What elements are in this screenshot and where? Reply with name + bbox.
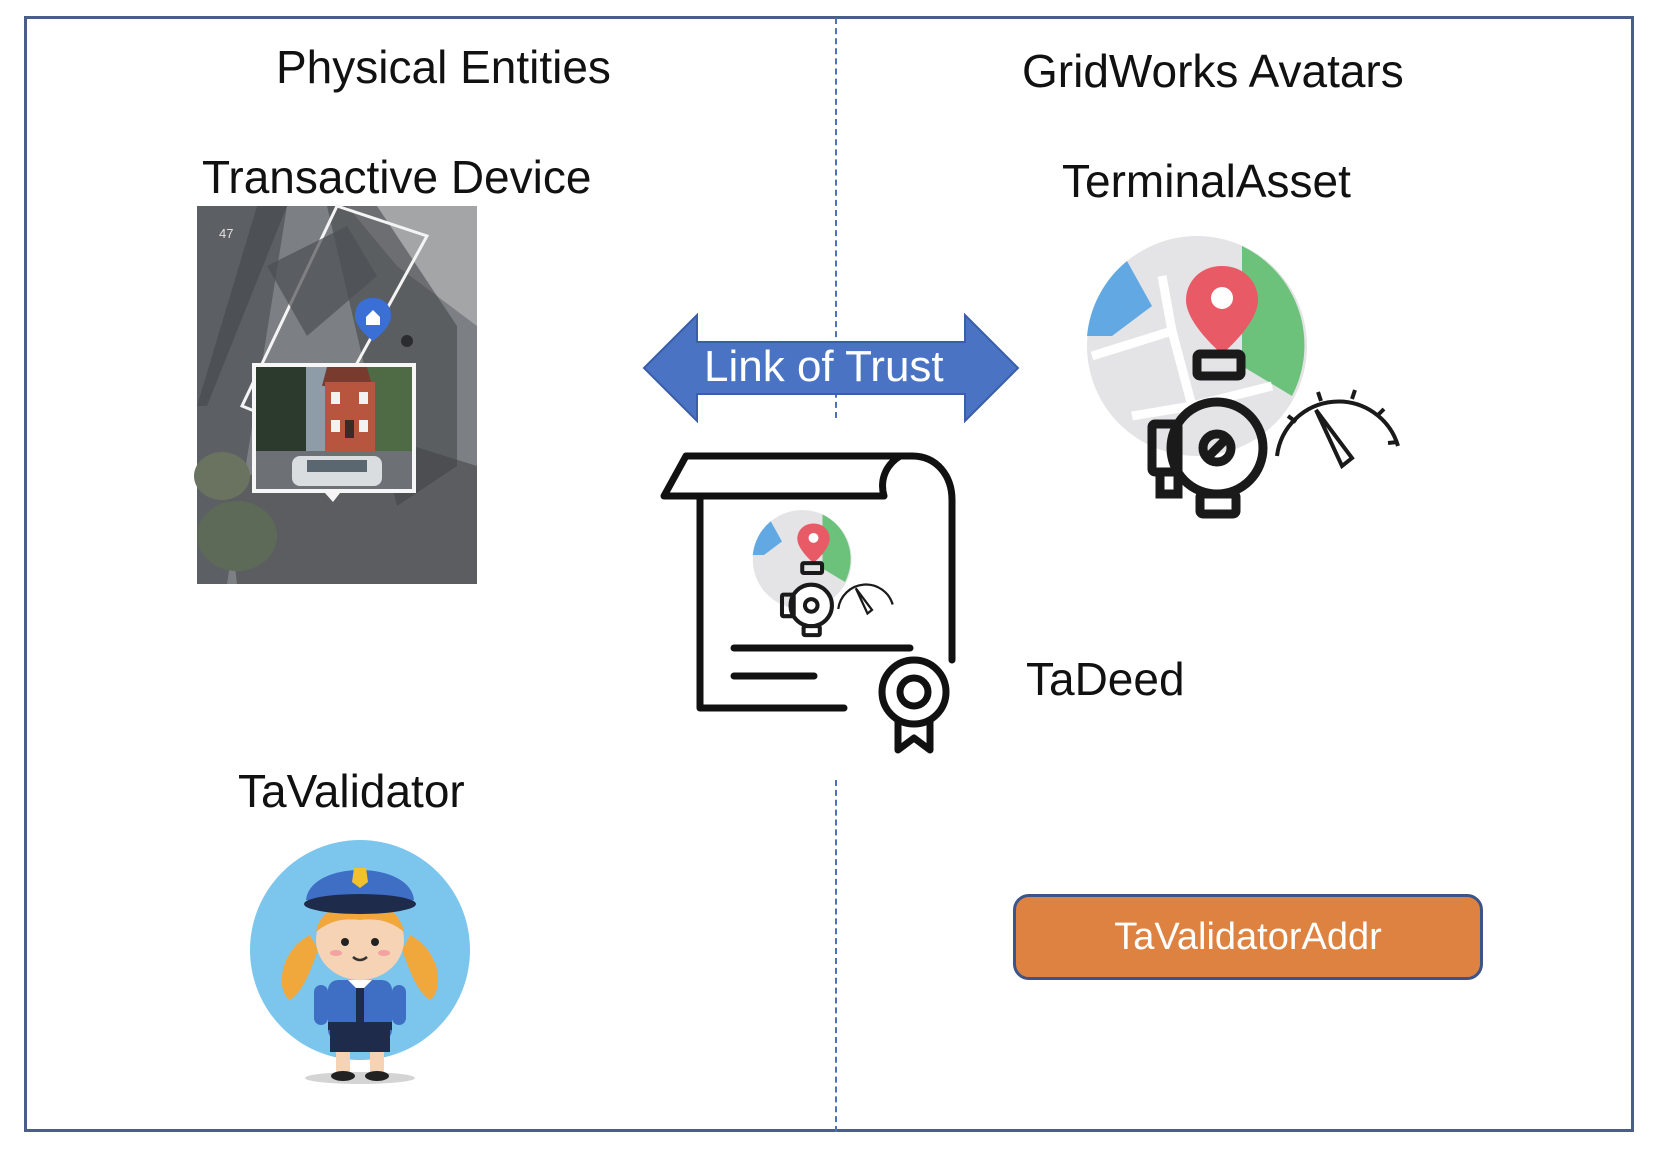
map-blue-region bbox=[1087, 261, 1152, 336]
column-divider bbox=[835, 18, 837, 418]
heading-physical-entities: Physical Entities bbox=[276, 41, 611, 93]
ta-validator-addr-box: TaValidatorAddr bbox=[1013, 894, 1483, 980]
link-of-trust-label: Link of Trust bbox=[704, 342, 944, 391]
house-photo: 47 bbox=[194, 204, 477, 584]
police-officer-icon bbox=[250, 840, 470, 1084]
terminal-asset-icon bbox=[1087, 236, 1400, 519]
gauge-icon bbox=[1275, 389, 1400, 470]
deed-terminal-asset-icon bbox=[752, 510, 894, 638]
column-divider bbox=[835, 780, 837, 1132]
label-terminal-asset: TerminalAsset bbox=[1062, 155, 1351, 207]
diagram-frame bbox=[24, 16, 1634, 1132]
ta-validator-addr-label: TaValidatorAddr bbox=[1114, 915, 1382, 958]
pump-icon bbox=[1147, 349, 1268, 519]
heading-gridworks-avatars: GridWorks Avatars bbox=[1022, 45, 1404, 97]
map-green-region bbox=[1242, 246, 1305, 396]
map-marker-number: 47 bbox=[219, 226, 233, 241]
ribbon-seal-icon bbox=[878, 656, 950, 754]
deed-scroll-icon bbox=[660, 452, 956, 754]
link-of-trust-arrow bbox=[642, 312, 1020, 424]
label-transactive-device: Transactive Device bbox=[202, 151, 592, 203]
label-ta-deed: TaDeed bbox=[1026, 653, 1185, 705]
map-pin-icon bbox=[1186, 266, 1258, 354]
house-inset-photo bbox=[252, 363, 416, 502]
label-ta-validator: TaValidator bbox=[238, 765, 465, 817]
map-pin-icon bbox=[355, 298, 391, 341]
